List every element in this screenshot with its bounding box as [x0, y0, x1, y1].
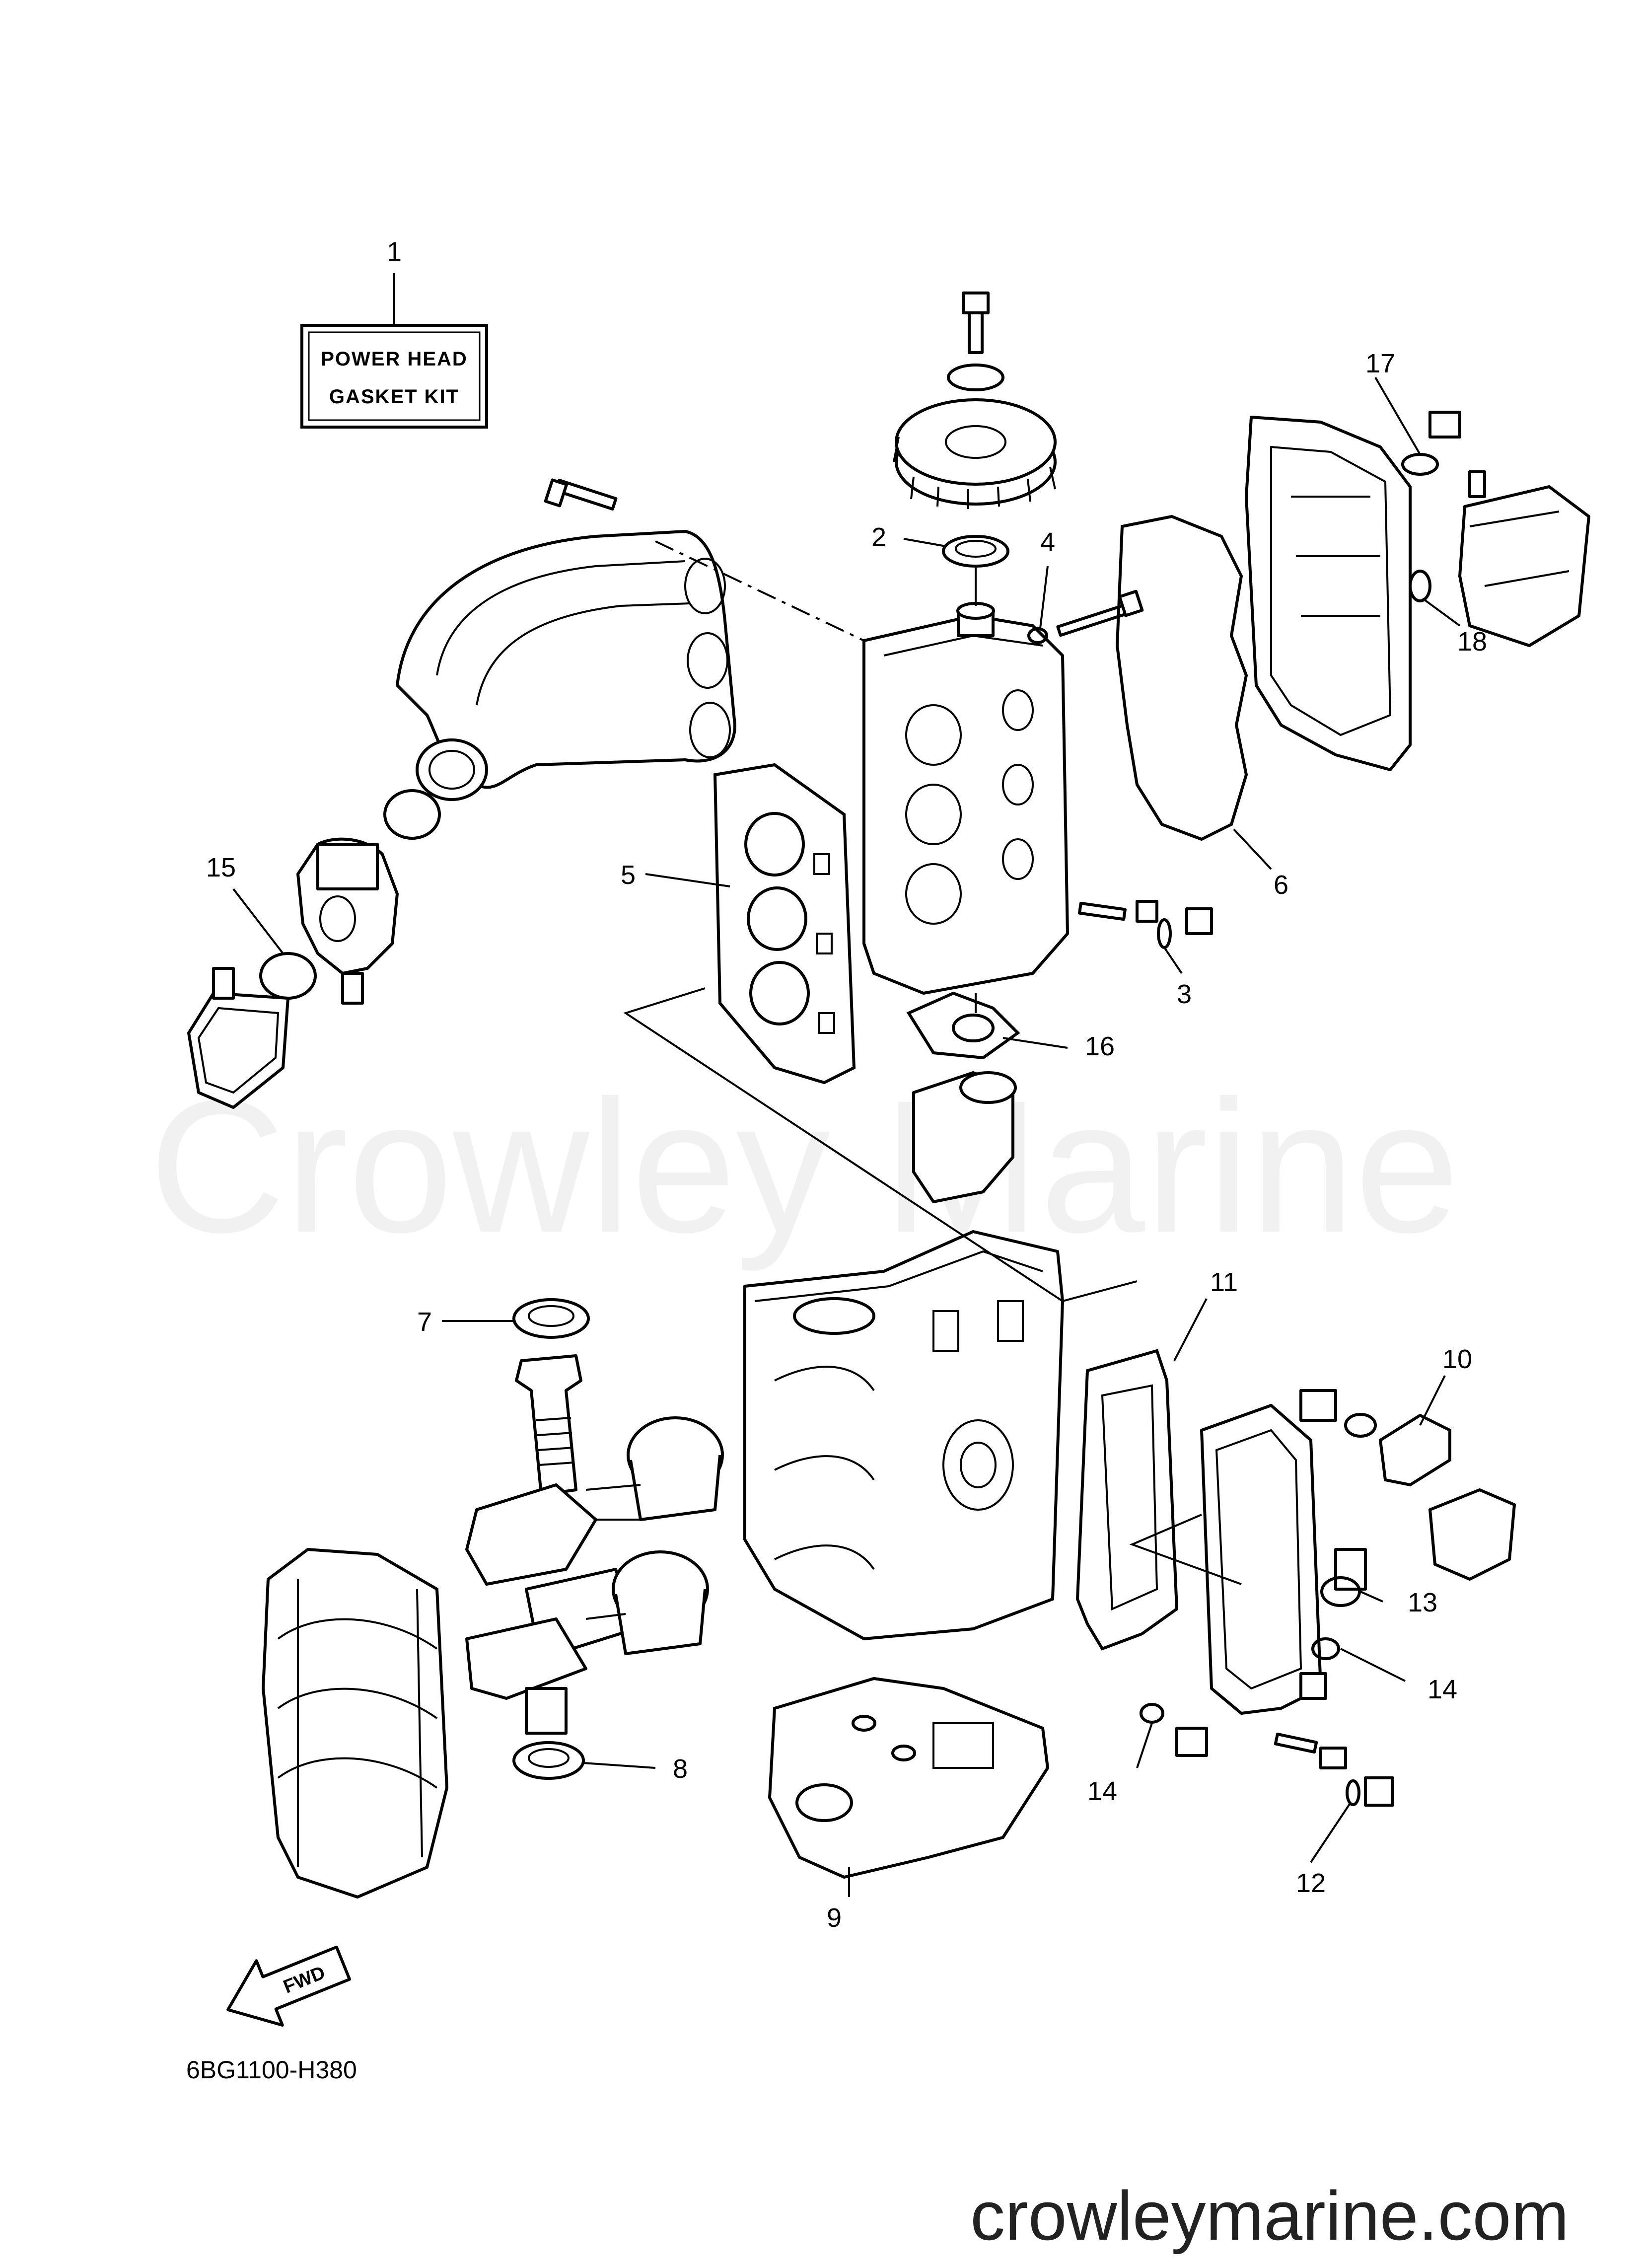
callout-numbers: 1 2 3 4 5 6 7 8 9 10 11 12 13 14 14 15 1…: [206, 237, 1487, 1933]
callout-10: 10: [1442, 1344, 1472, 1374]
cam-pulley: [893, 398, 1057, 509]
part-5-head-gasket: [713, 763, 856, 1085]
part-14-o-ring-left: [1140, 1703, 1164, 1724]
watermark-text: Crowley Marine: [149, 1061, 1460, 1273]
anode-plug: [1428, 411, 1461, 439]
callout-16: 16: [1085, 1031, 1115, 1061]
part-2-oil-seal: [942, 535, 1009, 568]
part-18-o-ring: [1409, 570, 1431, 602]
part-11-exhaust-gasket: [1075, 1349, 1179, 1651]
callout-4: 4: [1040, 527, 1055, 557]
kit-label-line2: GASKET KIT: [329, 386, 459, 408]
part-15-o-ring: [259, 952, 317, 1000]
part-4-o-ring: [1027, 627, 1048, 644]
callout-18: 18: [1457, 627, 1487, 657]
callout-3: 3: [1177, 979, 1192, 1009]
part-3-o-ring: [1157, 918, 1172, 949]
throttle-body: [296, 837, 399, 1005]
cylinder-block: [743, 1230, 1064, 1640]
callout-17: 17: [1365, 349, 1395, 378]
callout-14-left: 14: [1087, 1776, 1117, 1806]
leader-lines: [232, 273, 1461, 1897]
callout-15: 15: [206, 853, 236, 882]
part-12-o-ring: [1346, 1779, 1360, 1806]
part-16-thermostat-gasket: [906, 991, 1020, 1060]
manifold-o-ring: [383, 789, 441, 840]
bolt-assembly-12: [1274, 1732, 1394, 1807]
intake-manifold: [396, 530, 736, 801]
thermostat-cover: [912, 1071, 1017, 1203]
part-7-oil-seal: [512, 1298, 590, 1339]
crankcase-cover: [262, 1548, 448, 1899]
callout-5: 5: [621, 860, 636, 890]
part-17-o-ring: [1401, 453, 1439, 476]
head-plug-assembly: [1078, 900, 1213, 935]
gasket-kit-label: POWER HEAD GASKET KIT: [300, 324, 488, 429]
manifold-bolt: [544, 478, 618, 511]
plug-14: [1299, 1672, 1327, 1700]
callout-1: 1: [387, 237, 402, 267]
site-url: crowleymarine.com: [970, 2177, 1569, 2255]
part-10-gasket: [1378, 1413, 1451, 1487]
exhaust-outer-cover: [1245, 416, 1412, 771]
crankshaft-assembly: [465, 1354, 637, 1735]
callout-8: 8: [673, 1754, 688, 1784]
thermostat-housing: [1428, 1488, 1516, 1581]
part-9-crankcase-gasket: [768, 1677, 1050, 1879]
exhaust-inner-cover: [1200, 1404, 1322, 1715]
head-side-bolt: [1056, 589, 1144, 637]
kit-label-line1: POWER HEAD: [321, 348, 468, 370]
callout-9: 9: [827, 1903, 842, 1933]
plug-13: [1334, 1548, 1367, 1591]
diagram-code: 6BG1100-H380: [186, 2056, 357, 2084]
callout-12: 12: [1296, 1868, 1326, 1898]
callout-11: 11: [1210, 1267, 1238, 1297]
fuel-pump: [1458, 470, 1590, 647]
pulley-washer: [947, 364, 1004, 391]
pistons: [585, 1416, 724, 1655]
drain-plug-left: [1175, 1727, 1208, 1757]
cylinder-head: [862, 602, 1069, 995]
forward-direction-arrow: FWD: [226, 1945, 352, 2027]
part-14-o-ring-right: [1311, 1637, 1340, 1660]
intake-silencer: [187, 967, 289, 1109]
callout-6: 6: [1274, 870, 1288, 900]
cam-pulley-bolt: [962, 292, 990, 354]
callout-7: 7: [417, 1307, 432, 1337]
callout-13: 13: [1408, 1588, 1437, 1617]
thermostat-fitting: [1299, 1389, 1377, 1438]
part-6-exhaust-cover-gasket: [1115, 514, 1248, 841]
part-8-oil-seal: [512, 1741, 585, 1780]
part-13-o-ring: [1320, 1576, 1361, 1607]
callout-2: 2: [871, 522, 886, 552]
callout-14-right: 14: [1428, 1675, 1457, 1704]
